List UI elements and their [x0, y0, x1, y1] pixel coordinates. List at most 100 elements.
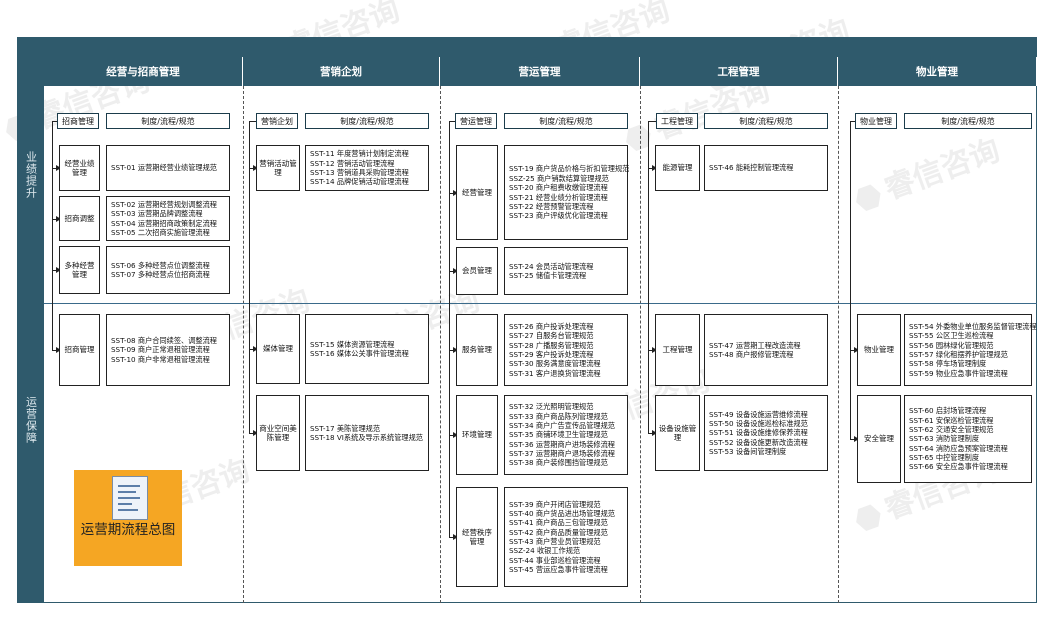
- process-item[interactable]: SST-23 商户评级优化管理流程: [509, 211, 608, 221]
- process-item[interactable]: SST-50 设备设施巡检标准规范: [709, 418, 808, 428]
- process-item[interactable]: SST-10 商户非常退租管理流程: [111, 354, 210, 364]
- process-item[interactable]: SST-17 美陈管理规范: [310, 423, 381, 433]
- process-item[interactable]: SST-36 运营期商户进场装修流程: [509, 439, 615, 449]
- process-item[interactable]: SST-34 商户广告宣传品管理规范: [509, 420, 615, 430]
- process-item[interactable]: SST-46 能耗控制管理流程: [709, 163, 794, 173]
- process-item[interactable]: SST-65 中控管理制度: [909, 453, 980, 463]
- category-box[interactable]: 经营管理: [456, 145, 498, 240]
- connector-stub: [249, 349, 254, 350]
- process-item[interactable]: SST-66 安全应急事件管理流程: [909, 462, 1008, 472]
- process-item[interactable]: SST-16 媒体公关事件管理流程: [310, 349, 409, 358]
- process-item[interactable]: SST-06 多种经营点位调整流程: [111, 260, 210, 270]
- process-item[interactable]: SST-29 客户投诉处理流程: [509, 350, 594, 359]
- process-item[interactable]: SST-39 商户开闭店管理规范: [509, 499, 601, 509]
- category-box[interactable]: 经营秩序管理: [456, 487, 498, 587]
- process-item[interactable]: SST-11 年度营销计划制定流程: [310, 149, 409, 159]
- process-item[interactable]: SST-57 绿化租摆养护管理规范: [909, 350, 1008, 359]
- process-item[interactable]: SST-64 消防应急预案管理流程: [909, 443, 1008, 453]
- process-item[interactable]: SST-27 自服务台管理规范: [509, 331, 594, 341]
- process-item[interactable]: SST-59 物业应急事件管理流程: [909, 368, 1008, 378]
- process-item[interactable]: SSZ-24 收银工作规范: [509, 546, 581, 556]
- category-box[interactable]: 招商管理: [59, 314, 100, 386]
- category-box[interactable]: 商业空间美陈管理: [256, 395, 300, 471]
- column-header: 经营与招商管理: [44, 57, 243, 86]
- category-box[interactable]: 营销活动管理: [256, 145, 300, 191]
- process-item[interactable]: SST-31 客户退换货管理流程: [509, 368, 601, 378]
- process-item[interactable]: SST-13 营销道具采购管理流程: [310, 168, 409, 177]
- process-item[interactable]: SST-62 交通安全管理规范: [909, 424, 994, 434]
- connector-arrow: [854, 436, 859, 442]
- category-box[interactable]: 经营业绩管理: [59, 145, 100, 191]
- process-item[interactable]: SST-24 会员活动管理流程: [509, 261, 594, 271]
- connector-stub: [449, 121, 455, 122]
- process-item[interactable]: SST-63 消防管理制度: [909, 434, 980, 444]
- items-header: 制度/流程/规范: [504, 113, 628, 129]
- process-item[interactable]: SST-38 商户装修围挡管理规范: [509, 458, 608, 468]
- category-box[interactable]: 服务管理: [456, 314, 498, 386]
- process-item[interactable]: SST-26 商户投诉处理流程: [509, 321, 594, 331]
- category-box[interactable]: 会员管理: [456, 247, 498, 295]
- process-item[interactable]: SST-45 营运应急事件管理流程: [509, 565, 608, 575]
- category-box[interactable]: 能源管理: [655, 145, 700, 191]
- process-item[interactable]: SST-07 多种经营点位招商流程: [111, 270, 210, 279]
- process-item[interactable]: SST-20 商户租费收缴管理流程: [509, 183, 608, 193]
- process-item[interactable]: SST-37 运营期商户退场装修流程: [509, 449, 615, 459]
- category-box[interactable]: 设备设施管理: [655, 395, 700, 471]
- process-item[interactable]: SST-08 商户合同续签、调整流程: [111, 335, 217, 345]
- process-item[interactable]: SST-01 运营期经营业绩管理规范: [111, 163, 217, 173]
- process-item[interactable]: SST-12 营销活动管理流程: [310, 158, 395, 168]
- process-item[interactable]: SST-42 商户商品质量管理规范: [509, 527, 608, 537]
- process-item[interactable]: SST-25 储值卡管理流程: [509, 271, 587, 280]
- process-item[interactable]: SST-49 设备设施运营维修流程: [709, 409, 808, 419]
- process-item[interactable]: SST-35 商铺环境卫生管理规范: [509, 430, 608, 440]
- process-item[interactable]: SST-14 品牌促销活动管理流程: [310, 177, 409, 187]
- process-item[interactable]: SST-43 商户营业员管理规范: [509, 537, 601, 546]
- connector-arrow: [253, 165, 258, 171]
- category-box[interactable]: 媒体管理: [256, 314, 300, 384]
- process-overview-tile[interactable]: 运营期流程总图: [74, 470, 182, 566]
- process-item[interactable]: SST-21 经营业绩分析管理流程: [509, 192, 608, 202]
- category-box[interactable]: 环境管理: [456, 395, 498, 475]
- category-box[interactable]: 招商调整: [59, 196, 100, 241]
- process-item[interactable]: SST-52 设备设施更新改造流程: [709, 437, 808, 447]
- category-box[interactable]: 物业管理: [857, 314, 901, 386]
- process-item[interactable]: SST-28 广播服务管理规范: [509, 340, 594, 350]
- process-item[interactable]: SST-58 停车场管理制度: [909, 359, 987, 369]
- process-item[interactable]: SST-41 商户商品三包管理规范: [509, 518, 608, 528]
- row-label-operations: 运营保障: [24, 396, 38, 444]
- process-item[interactable]: SST-60 启封场管理流程: [909, 406, 987, 416]
- process-item[interactable]: SST-44 事业部巡检管理流程: [509, 555, 601, 565]
- process-item[interactable]: SST-55 公区卫生巡检流程: [909, 331, 994, 341]
- process-item[interactable]: SST-53 设备间管理制度: [709, 447, 787, 457]
- category-box[interactable]: 多种经营管理: [59, 246, 100, 294]
- process-item[interactable]: SST-32 泛光照明管理规范: [509, 402, 594, 412]
- process-item[interactable]: SST-30 服务满意度管理流程: [509, 359, 601, 369]
- process-item[interactable]: SST-15 媒体资源管理流程: [310, 339, 395, 349]
- process-item[interactable]: SSZ-25 商户销款结算管理规范: [509, 173, 609, 183]
- process-item[interactable]: SST-09 商户正常退租管理流程: [111, 345, 210, 355]
- process-item[interactable]: SST-19 商户货品价格与折扣管理规范: [509, 164, 630, 174]
- connector-arrow: [453, 432, 458, 438]
- connector-stub: [52, 121, 57, 122]
- connector-stub: [449, 537, 454, 538]
- process-item[interactable]: SST-56 园林绿化管理规范: [909, 340, 994, 350]
- category-box[interactable]: 安全管理: [857, 395, 901, 483]
- process-item[interactable]: SST-18 VI系统及导示系统管理规范: [310, 433, 423, 442]
- category-box[interactable]: 工程管理: [655, 314, 700, 386]
- process-item[interactable]: SST-02 运营期经营规划调整流程: [111, 199, 217, 209]
- process-item[interactable]: SST-54 外委物业单位服务监督管理流程: [909, 321, 1037, 331]
- category-header: 营销企划: [256, 113, 298, 129]
- process-item[interactable]: SST-22 经营预警管理流程: [509, 201, 594, 211]
- process-item[interactable]: SST-40 商户货品进出场管理规范: [509, 508, 615, 518]
- process-item[interactable]: SST-33 商户商品陈列管理规范: [509, 411, 608, 421]
- connector-arrow: [453, 189, 458, 196]
- process-item[interactable]: SST-48 商户报修管理流程: [709, 350, 794, 359]
- process-item[interactable]: SST-61 安保巡检管理流程: [909, 415, 994, 425]
- process-item[interactable]: SST-04 运营期招商政策制定流程: [111, 218, 217, 228]
- process-item[interactable]: SST-51 设备设施维修保养流程: [709, 428, 808, 438]
- process-item[interactable]: SST-03 运营期品牌调整流程: [111, 209, 203, 219]
- process-item[interactable]: SST-47 运营期工程改造流程: [709, 340, 801, 350]
- process-item[interactable]: SST-05 二次招商实施管理流程: [111, 227, 210, 237]
